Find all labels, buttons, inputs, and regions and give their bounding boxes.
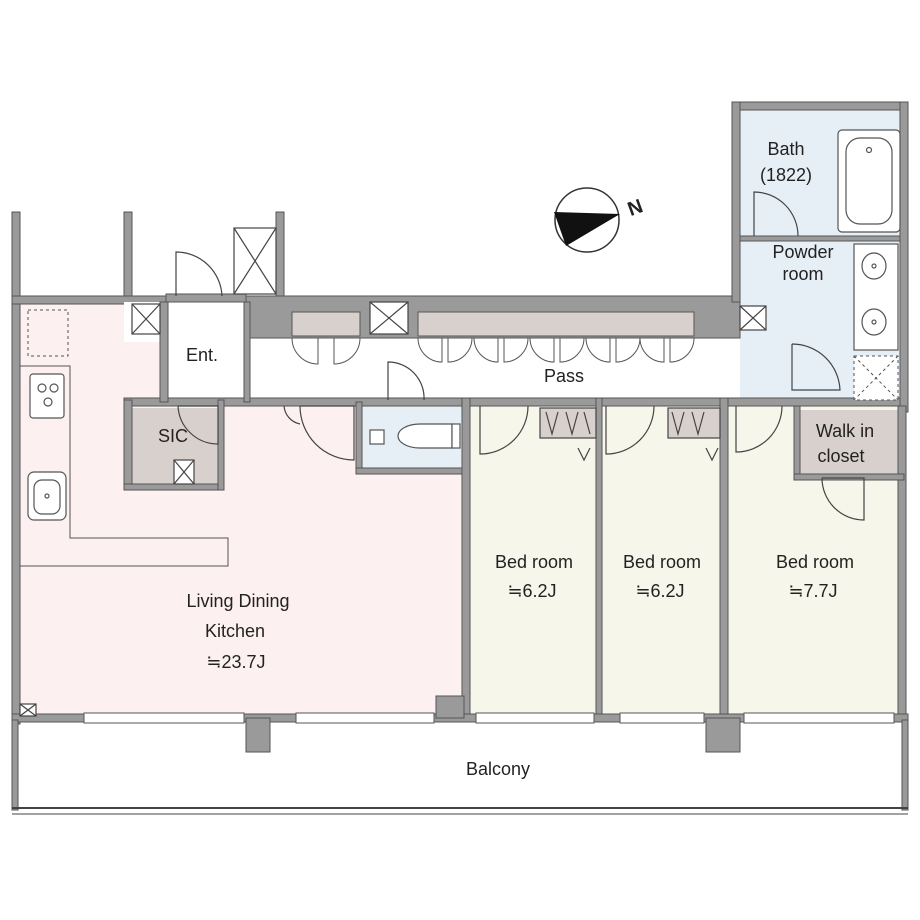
walk-in-closet-floor <box>800 410 898 476</box>
walk-in-closet-label-1: Walk in <box>816 421 874 441</box>
entrance-floor <box>166 302 246 398</box>
ldk-label-1: Living Dining <box>186 591 289 611</box>
compass-icon <box>554 187 620 253</box>
powder-room-label-2: room <box>782 264 823 284</box>
laundry-pan-icon <box>853 355 899 401</box>
bed1-area-label: ≒6.2J <box>507 581 556 601</box>
balcony-floor <box>12 722 908 810</box>
powder-room-label-1: Powder <box>772 242 833 262</box>
pass-closets <box>291 311 695 365</box>
bed2-label: Bed room <box>623 552 701 572</box>
bed2-area-label: ≒6.2J <box>635 581 684 601</box>
sic-label: SIC <box>158 426 188 446</box>
refrigerator-space <box>27 309 69 357</box>
toilet-icon <box>369 423 461 449</box>
bed2-floor <box>600 406 722 714</box>
bathtub-icon <box>837 129 901 233</box>
pass-label: Pass <box>544 366 584 386</box>
bed1-label: Bed room <box>495 552 573 572</box>
bed1-floor <box>468 406 596 714</box>
bed3-area-label: ≒7.7J <box>788 581 837 601</box>
ldk-label-2: Kitchen <box>205 621 265 641</box>
wash-basin-icon <box>853 243 899 351</box>
walk-in-closet-label-2: closet <box>817 446 864 466</box>
stove-icon <box>29 373 65 419</box>
entrance-label: Ent. <box>186 345 218 365</box>
balcony-label: Balcony <box>466 759 530 779</box>
bath-label: Bath <box>767 139 804 159</box>
compass-north-label: N <box>625 195 646 221</box>
shafts <box>19 227 767 717</box>
doors <box>175 191 865 521</box>
windows <box>83 712 895 724</box>
kitchen-sink-icon <box>27 471 67 521</box>
bath-size-label: (1822) <box>760 165 812 185</box>
bed3-label: Bed room <box>776 552 854 572</box>
kitchen-counter <box>20 365 229 567</box>
ldk-area-label: ≒23.7J <box>206 652 265 672</box>
pass-floor <box>246 338 792 400</box>
